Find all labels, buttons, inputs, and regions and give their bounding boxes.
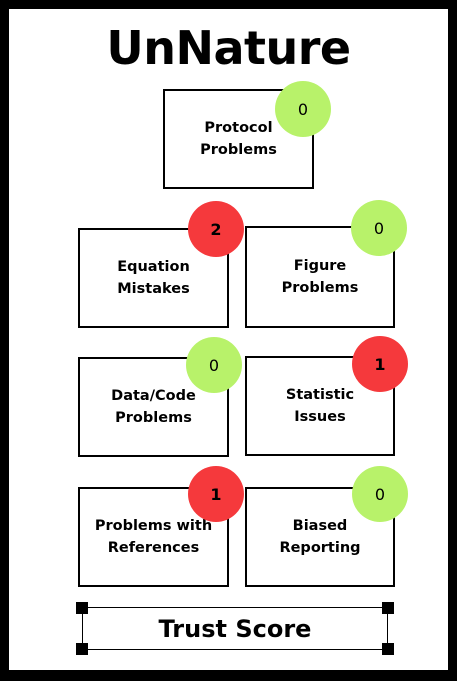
- category-label: Figure Problems: [281, 258, 359, 296]
- count-badge-references: 1: [188, 466, 244, 522]
- trust-score-right-edge: [387, 608, 388, 649]
- trust-score-left-edge: [82, 608, 83, 649]
- category-label: Statistic Issues: [285, 387, 355, 425]
- resize-handle-top-left[interactable]: [76, 602, 88, 614]
- count-badge-data-code: 0: [186, 337, 242, 393]
- category-label: Biased Reporting: [279, 518, 361, 556]
- trust-score-box[interactable]: Trust Score: [82, 607, 388, 650]
- category-card-statistic[interactable]: Statistic Issues: [245, 356, 395, 456]
- page-title: UnNature: [106, 21, 351, 75]
- count-badge-biased: 0: [352, 466, 408, 522]
- trust-score-label: Trust Score: [158, 614, 312, 643]
- count-badge-equation: 2: [188, 201, 244, 257]
- resize-handle-bottom-left[interactable]: [76, 643, 88, 655]
- category-card-data-code[interactable]: Data/Code Problems: [78, 357, 229, 457]
- category-label: Equation Mistakes: [117, 259, 190, 297]
- category-label: Problems with References: [94, 518, 213, 556]
- count-badge-statistic: 1: [352, 336, 408, 392]
- resize-handle-bottom-right[interactable]: [382, 643, 394, 655]
- count-badge-protocol: 0: [275, 81, 331, 137]
- resize-handle-top-right[interactable]: [382, 602, 394, 614]
- category-label: Protocol Problems: [200, 120, 277, 158]
- count-badge-figure: 0: [351, 200, 407, 256]
- category-label: Data/Code Problems: [111, 388, 196, 426]
